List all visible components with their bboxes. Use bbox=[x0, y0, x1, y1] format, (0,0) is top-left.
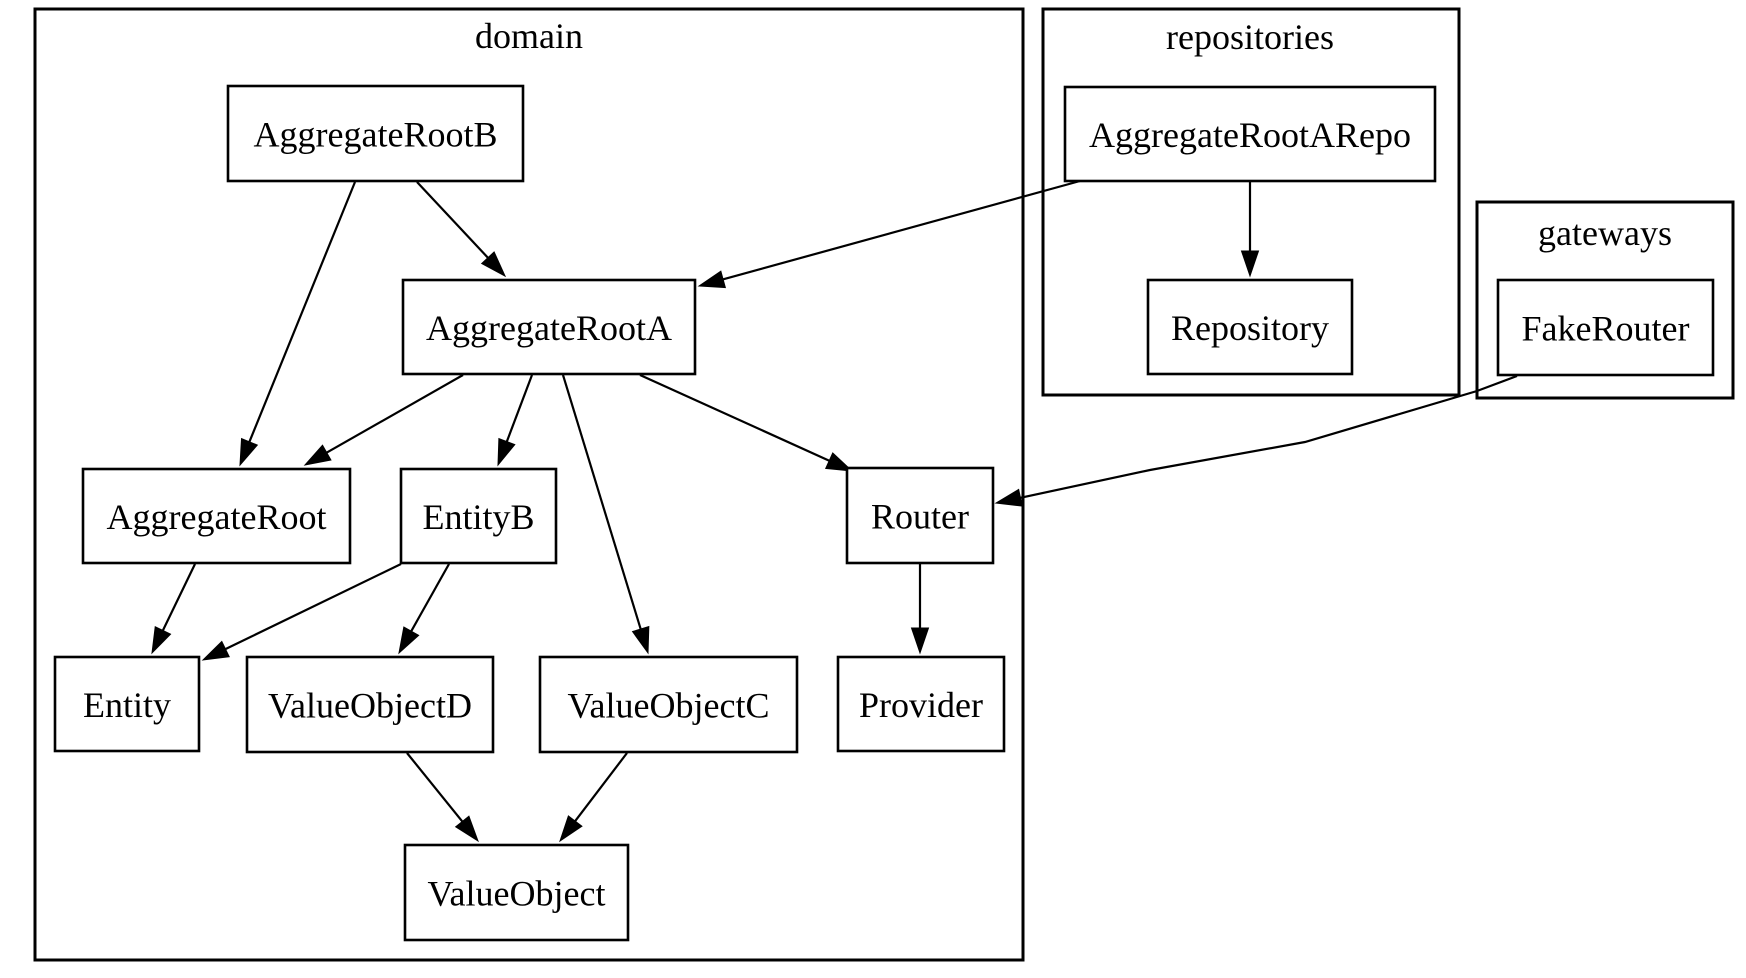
edge-AggregateRootA-to-AggregateRoot bbox=[303, 374, 464, 466]
node-Entity-label: Entity bbox=[83, 685, 171, 725]
node-FakeRouter: FakeRouter bbox=[1496, 278, 1715, 377]
node-AggregateRootB-box bbox=[226, 84, 525, 183]
edge-AggregateRootA-to-AggregateRoot-line bbox=[320, 374, 464, 458]
arrowhead-icon bbox=[303, 444, 332, 466]
node-Provider-label: Provider bbox=[859, 685, 983, 725]
node-AggregateRootB-label: AggregateRootB bbox=[254, 115, 498, 155]
edge-FakeRouter-to-Router bbox=[994, 374, 1518, 507]
node-Repository: Repository bbox=[1146, 278, 1354, 376]
edge-AggregateRootB-to-AggregateRootA bbox=[416, 181, 507, 278]
arrowhead-icon bbox=[824, 452, 854, 472]
node-Entity-box bbox=[53, 655, 201, 753]
arrowhead-icon bbox=[480, 251, 507, 278]
node-ValueObjectD-box bbox=[245, 655, 495, 754]
arrowhead-icon bbox=[631, 625, 650, 655]
node-AggregateRoot-label: AggregateRoot bbox=[107, 497, 327, 537]
node-ValueObjectC-label: ValueObjectC bbox=[568, 686, 770, 726]
arrowhead-icon bbox=[994, 488, 1023, 507]
edge-AggregateRoot-to-Entity-line bbox=[158, 563, 196, 638]
node-AggregateRoot-box bbox=[81, 467, 352, 565]
node-AggregateRootA-box bbox=[401, 278, 697, 376]
node-FakeRouter-label: FakeRouter bbox=[1522, 309, 1690, 349]
arrowhead-icon bbox=[454, 815, 479, 843]
edge-AggregateRootA-to-EntityB-line bbox=[503, 374, 534, 449]
cluster-gateways-border bbox=[1475, 200, 1735, 400]
cluster-repositories-label: repositories bbox=[1166, 17, 1334, 57]
node-ValueObject-box bbox=[403, 843, 630, 942]
edge-AggregateRootARepo-to-Repository bbox=[1240, 182, 1260, 278]
node-AggregateRootB: AggregateRootB bbox=[226, 84, 525, 183]
node-ValueObjectC-box bbox=[538, 655, 799, 754]
arrowhead-icon bbox=[1240, 250, 1260, 278]
edge-EntityB-to-Entity bbox=[201, 563, 402, 661]
edge-AggregateRootA-to-Router bbox=[639, 373, 854, 472]
edge-AggregateRootARepo-to-AggregateRootA-line bbox=[716, 179, 1081, 283]
edge-ValueObjectD-to-ValueObject bbox=[406, 752, 479, 843]
cluster-domain: domain bbox=[33, 7, 1025, 962]
node-EntityB-label: EntityB bbox=[422, 497, 534, 537]
node-FakeRouter-box bbox=[1496, 278, 1715, 377]
edge-AggregateRootB-to-AggregateRoot-line bbox=[245, 181, 357, 449]
node-Provider: Provider bbox=[836, 655, 1006, 753]
cluster-domain-border bbox=[33, 7, 1025, 962]
node-Entity: Entity bbox=[53, 655, 201, 753]
node-ValueObject-label: ValueObject bbox=[428, 874, 606, 914]
node-Router-label: Router bbox=[871, 497, 969, 537]
node-AggregateRootA-label: AggregateRootA bbox=[426, 308, 672, 348]
edge-AggregateRootARepo-to-AggregateRootA bbox=[697, 179, 1081, 289]
arrowhead-icon bbox=[497, 437, 516, 467]
cluster-gateways-label: gateways bbox=[1538, 213, 1672, 253]
cluster-repositories-border bbox=[1041, 7, 1461, 397]
edge-EntityB-to-Entity-line bbox=[218, 563, 402, 654]
node-AggregateRoot: AggregateRoot bbox=[81, 467, 352, 565]
edge-AggregateRootB-to-AggregateRootA-line bbox=[416, 181, 494, 264]
edge-AggregateRootA-to-ValueObjectC bbox=[561, 374, 650, 655]
arrowhead-icon bbox=[398, 626, 420, 655]
node-Router-box bbox=[845, 466, 995, 565]
edge-ValueObjectC-to-ValueObject bbox=[559, 752, 628, 843]
arrowhead-icon bbox=[697, 270, 727, 289]
cluster-repositories: repositories bbox=[1041, 7, 1461, 397]
edge-AggregateRootA-to-Router-line bbox=[639, 373, 837, 465]
edge-EntityB-to-ValueObjectD bbox=[398, 563, 450, 655]
arrowhead-icon bbox=[151, 626, 172, 655]
arrowhead-icon bbox=[239, 437, 259, 467]
node-ValueObjectD: ValueObjectD bbox=[245, 655, 495, 754]
arrowhead-icon bbox=[559, 815, 583, 843]
node-Router: Router bbox=[845, 466, 995, 565]
arrowhead-icon bbox=[910, 627, 930, 655]
edge-Router-to-Provider bbox=[910, 564, 930, 655]
node-EntityB-box bbox=[399, 467, 558, 565]
node-AggregateRootA: AggregateRootA bbox=[401, 278, 697, 376]
edge-ValueObjectD-to-ValueObject-line bbox=[406, 752, 468, 828]
node-ValueObjectC: ValueObjectC bbox=[538, 655, 799, 754]
cluster-gateways: gateways bbox=[1475, 200, 1735, 400]
node-AggregateRootARepo-label: AggregateRootARepo bbox=[1089, 115, 1411, 155]
node-Repository-label: Repository bbox=[1171, 308, 1329, 348]
edge-AggregateRootA-to-EntityB bbox=[497, 374, 534, 467]
edge-AggregateRoot-to-Entity bbox=[151, 563, 196, 655]
edge-AggregateRootA-to-ValueObjectC-line bbox=[561, 374, 644, 637]
node-EntityB: EntityB bbox=[399, 467, 558, 565]
edge-EntityB-to-ValueObjectD-line bbox=[406, 563, 450, 638]
node-AggregateRootARepo: AggregateRootARepo bbox=[1063, 85, 1437, 183]
edge-FakeRouter-to-Router-line bbox=[1013, 374, 1518, 501]
arrowhead-icon bbox=[201, 640, 230, 661]
edge-AggregateRootB-to-AggregateRoot bbox=[239, 181, 357, 467]
edge-ValueObjectC-to-ValueObject-line bbox=[570, 752, 628, 828]
node-Repository-box bbox=[1146, 278, 1354, 376]
node-ValueObjectD-label: ValueObjectD bbox=[268, 686, 472, 726]
cluster-domain-label: domain bbox=[475, 16, 583, 56]
node-Provider-box bbox=[836, 655, 1006, 753]
node-AggregateRootARepo-box bbox=[1063, 85, 1437, 183]
node-ValueObject: ValueObject bbox=[403, 843, 630, 942]
